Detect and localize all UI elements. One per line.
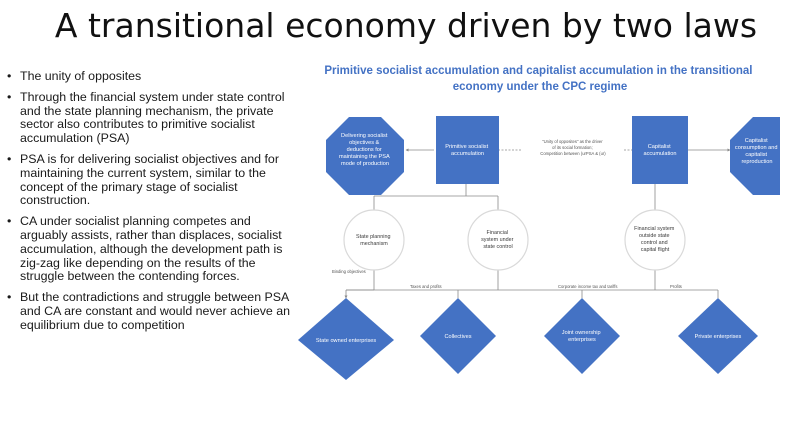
octagon-capitalist-reproduction: Capitalist consumption and capitalist re… — [730, 117, 780, 195]
label-corporate-tax: Corporate income tax and tariffs — [558, 284, 618, 289]
text-line: enterprises — [568, 337, 596, 343]
text-line: Capitalist — [745, 138, 768, 144]
bullet-item: But the contradictions and struggle betw… — [6, 290, 291, 332]
diagram-title-line: Primitive socialist accumulation and cap… — [324, 65, 752, 77]
text-line: capitalist — [745, 152, 767, 158]
unity-of-opposites-note: "Unity of opposites" as the driver of it… — [540, 139, 606, 156]
text-line: "Unity of opposites" as the driver — [542, 139, 603, 144]
circle-outside-label: Financial system outside state control a… — [634, 226, 676, 253]
text-line: deductions for — [347, 147, 382, 153]
diamond-label: Collectives — [444, 334, 471, 340]
bullet-list: The unity of opposites Through the finan… — [6, 69, 291, 340]
text-line: State owned enterprises — [316, 338, 377, 344]
connectors — [344, 148, 731, 299]
diamond-collectives: Collectives — [420, 298, 496, 374]
octagon-right-label: Capitalist consumption and capitalist re… — [735, 138, 779, 165]
bullet-item: Through the financial system under state… — [6, 90, 291, 146]
text-line: outside state — [639, 233, 670, 239]
diamond-joint-ownership: Joint ownership enterprises — [544, 298, 620, 374]
text-line: reproduction — [741, 159, 772, 165]
text-line: accumulation — [644, 151, 677, 157]
text-line: maintaining the PSA — [339, 154, 390, 160]
diamond-label: State owned enterprises — [316, 338, 377, 344]
circle-state-planning: State planning mechanism — [343, 209, 405, 271]
text-line: Financial system — [634, 226, 675, 232]
text-line: control and — [641, 240, 668, 246]
psa-box-label: Primitive socialist accumulation — [445, 144, 489, 157]
text-line: Private enterprises — [695, 334, 742, 340]
diamond-state-owned-enterprises: State owned enterprises — [298, 298, 394, 380]
diamond-private-enterprises: Private enterprises — [678, 298, 758, 374]
text-line: mode of production — [341, 161, 389, 167]
label-binding-objectives: Binding objectives — [332, 269, 366, 274]
text-line: capital flight — [641, 247, 670, 253]
text-line: State planning — [356, 234, 390, 240]
box-primitive-socialist-accumulation: Primitive socialist accumulation — [436, 116, 499, 184]
text-line: accumulation — [451, 151, 484, 157]
diamond-label: Private enterprises — [695, 334, 742, 340]
slide-title: A transitional economy driven by two law… — [54, 6, 758, 45]
label-profits: Profits — [670, 284, 682, 289]
octagon-left-label: Delivering socialist objectives & deduct… — [339, 133, 391, 167]
diagram-canvas: Primitive socialist accumulation and cap… — [298, 65, 780, 380]
box-capitalist-accumulation: Capitalist accumulation — [632, 116, 688, 184]
text-line: of its social formation; — [552, 145, 593, 150]
circle-financial-system-state: Financial system under state control — [467, 209, 529, 271]
circle-financial-outside: Financial system outside state control a… — [624, 209, 686, 271]
label-taxes-profits: Taxes and profits — [410, 284, 442, 289]
diagram-panel: Primitive socialist accumulation and cap… — [298, 58, 782, 380]
text-line: Joint ownership — [562, 330, 601, 336]
circle-planning-label: State planning mechanism — [356, 234, 392, 247]
bullet-item: PSA is for delivering socialist objectiv… — [6, 152, 291, 208]
text-line: Primitive socialist — [445, 144, 488, 150]
diagram-title: Primitive socialist accumulation and cap… — [324, 65, 755, 93]
diagram-title-line: economy under the CPC regime — [453, 81, 627, 93]
ca-box-label: Capitalist accumulation — [644, 144, 677, 157]
text-line: Financial — [486, 230, 508, 236]
text-line: Capitalist — [648, 144, 671, 150]
text-line: consumption and — [735, 145, 778, 151]
text-line: Delivering socialist — [341, 133, 388, 139]
text-line: objectives & — [349, 140, 379, 146]
diamond-label: Joint ownership enterprises — [562, 330, 602, 343]
text-line: state control — [483, 244, 512, 250]
text-line: system under — [481, 237, 514, 243]
bullet-item: The unity of opposites — [6, 69, 291, 84]
circle-financial-label: Financial system under state control — [481, 230, 515, 250]
text-line: Competition between (urPSA & (ur) — [540, 151, 606, 156]
octagon-socialist-objectives: Delivering socialist objectives & deduct… — [326, 117, 404, 195]
text-line: Collectives — [444, 334, 471, 340]
text-line: mechanism — [360, 241, 388, 247]
bullet-item: CA under socialist planning competes and… — [6, 214, 291, 284]
